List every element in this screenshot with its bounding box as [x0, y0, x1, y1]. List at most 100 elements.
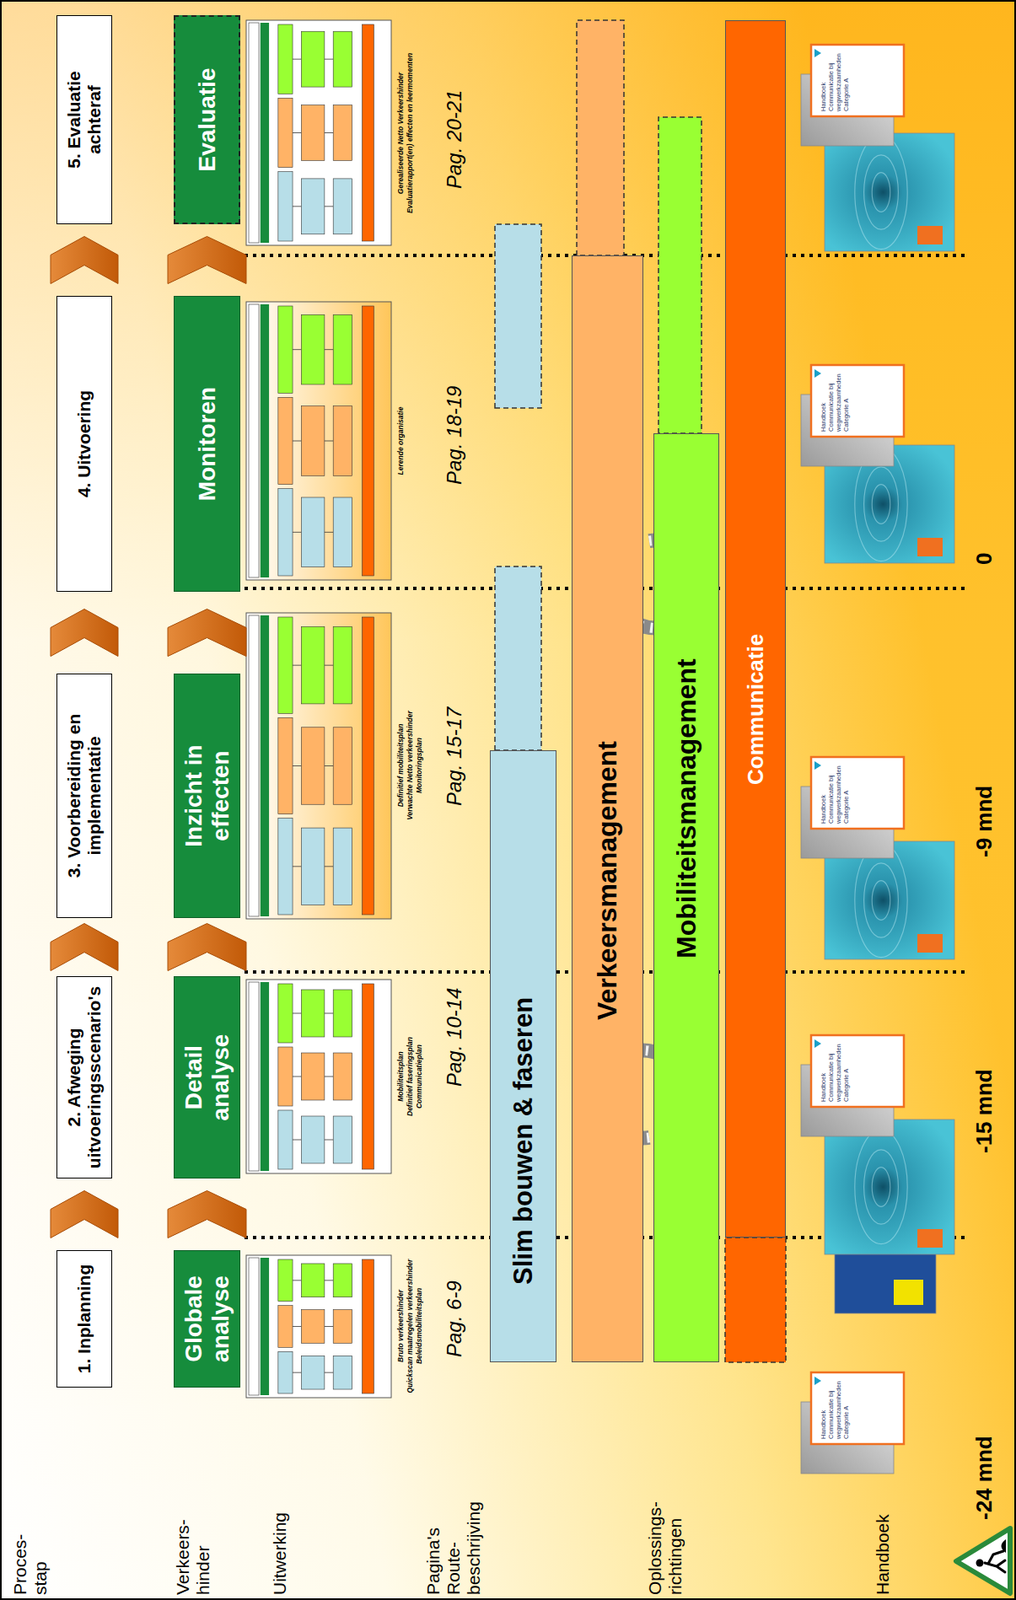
thumbnail-link [292, 132, 302, 134]
book-cover [824, 1119, 955, 1255]
box-text: 2. Afweging uitvoeringsscenario's [64, 982, 105, 1173]
row-label: Oplossings- richtingen [645, 1489, 686, 1596]
dashed-extension [725, 1237, 786, 1363]
thumbnail-box [333, 1116, 352, 1164]
box-text: Slim bouwen & faseren [508, 997, 539, 1285]
chevron-arrow [167, 924, 247, 972]
solution-bar: Mobiliteitsmanagement [653, 433, 720, 1363]
thumbnail-link [324, 205, 334, 207]
row-label: Verkeers- hinder [172, 1506, 214, 1596]
book-covers [800, 44, 955, 252]
process-step: 3. Voorbereiding en implementatie [56, 673, 113, 919]
thumbnail-link [324, 1139, 334, 1141]
thumbnail-box [333, 827, 352, 905]
dashed-extension [576, 20, 624, 256]
thumbnail-box [333, 727, 352, 805]
thumbnail-box [301, 626, 325, 704]
water-ripple [871, 484, 891, 525]
process-step: 4. Uitvoering [56, 295, 113, 592]
box-text: Mobiliteitsmanagement [671, 658, 703, 959]
warning-triangle [956, 1528, 1011, 1594]
thumbnail-link [292, 440, 302, 442]
book-cover [811, 1035, 904, 1108]
row-label: Proces- stap [10, 1512, 51, 1596]
phase-box: Detail analyse [173, 976, 241, 1179]
thumbnail-link [324, 440, 334, 442]
phase-box: Globale analyse [173, 1250, 241, 1388]
output-caption: Bruto verkeershinder [396, 1241, 405, 1411]
thumbnail-box [278, 717, 293, 814]
row-label: Uitwerking [269, 1512, 291, 1596]
thumbnail-box [278, 983, 293, 1043]
process-step: 1. Inplanning [56, 1250, 113, 1388]
water-ripple [864, 863, 899, 938]
phase-box: Inzicht in effecten [173, 673, 241, 919]
thumbnail-box [278, 1351, 293, 1394]
book-title: Handboek Communicatie bij wegwerkzaamhed… [819, 48, 850, 112]
book-title: Handboek Communicatie bij wegwerkzaamhed… [819, 369, 850, 432]
thumbnail-box [333, 1310, 352, 1344]
thumbnail-link [324, 1013, 334, 1015]
thumbnail-box [333, 1053, 352, 1101]
water-ripple [871, 1167, 891, 1208]
solution-bar: Slim bouwen & faseren [489, 750, 557, 1363]
thumbnail-band [260, 304, 269, 578]
thumbnail-header [248, 615, 259, 917]
thumbnail-box [301, 31, 325, 87]
book-title: Handboek Communicatie bij wegwerkzaamhed… [819, 1376, 850, 1440]
book-cover [824, 133, 955, 252]
thumbnail-box [333, 31, 352, 87]
dashed-extension [658, 117, 702, 434]
thumbnail-diagram [246, 612, 392, 920]
process-step: 5. Evaluatie achteraf [56, 15, 113, 225]
thumbnail-link [292, 665, 302, 667]
row-label: Pagina's Route- beschrijving [423, 1489, 484, 1596]
thumbnail-box [278, 1259, 293, 1302]
thumbnail-box [278, 306, 293, 393]
thumbnail-box [333, 105, 352, 162]
thumbnail-link [324, 1372, 334, 1374]
box-text: Globale analyse [180, 1256, 234, 1382]
thumbnail-box [301, 105, 325, 162]
thumbnail-bar [362, 1259, 375, 1394]
thumbnail-bar [362, 983, 375, 1170]
thumbnail-link [324, 1326, 334, 1328]
time-label: -24 mnd [971, 1435, 998, 1521]
thumbnail-header [248, 1257, 259, 1396]
time-label: 0 [971, 553, 998, 565]
thumbnail-box [301, 1355, 325, 1390]
phase-box: Monitoren [173, 295, 241, 592]
thumbnail-box [301, 1053, 325, 1101]
output-caption: Definitief mobiliteitsplan [396, 681, 405, 850]
thumbnail-link [292, 59, 302, 60]
book-covers [800, 1372, 904, 1474]
warning-sign [956, 1528, 1011, 1594]
thumbnail-box [333, 497, 352, 568]
thumbnail-link [292, 1013, 302, 1015]
box-text: Detail analyse [180, 1014, 234, 1141]
thumbnail-link [292, 865, 302, 867]
thumbnail-bar [362, 24, 375, 242]
thumbnail-diagram [246, 20, 392, 246]
chevron-arrow [50, 609, 119, 657]
thumbnail-header [248, 22, 259, 243]
thumbnail-link [324, 132, 334, 134]
output-caption: Communicatieplan [414, 992, 424, 1162]
process-step: 2. Afweging uitvoeringsscenario's [56, 976, 113, 1179]
thumbnail-box [301, 497, 325, 568]
thumbnail-link [292, 1372, 302, 1374]
box-text: 4. Uitvoering [74, 390, 95, 498]
book-logo [814, 369, 822, 378]
thumbnail-band [260, 615, 269, 917]
water-ripple [871, 881, 891, 921]
book-covers [800, 365, 955, 564]
thumbnail-header [248, 982, 259, 1172]
thumbnail-link [324, 665, 334, 667]
water-ripple [864, 1150, 899, 1225]
water-ripple [864, 155, 899, 230]
thumbnail-link [292, 1139, 302, 1141]
output-caption: Lerende organisatie [396, 356, 405, 526]
